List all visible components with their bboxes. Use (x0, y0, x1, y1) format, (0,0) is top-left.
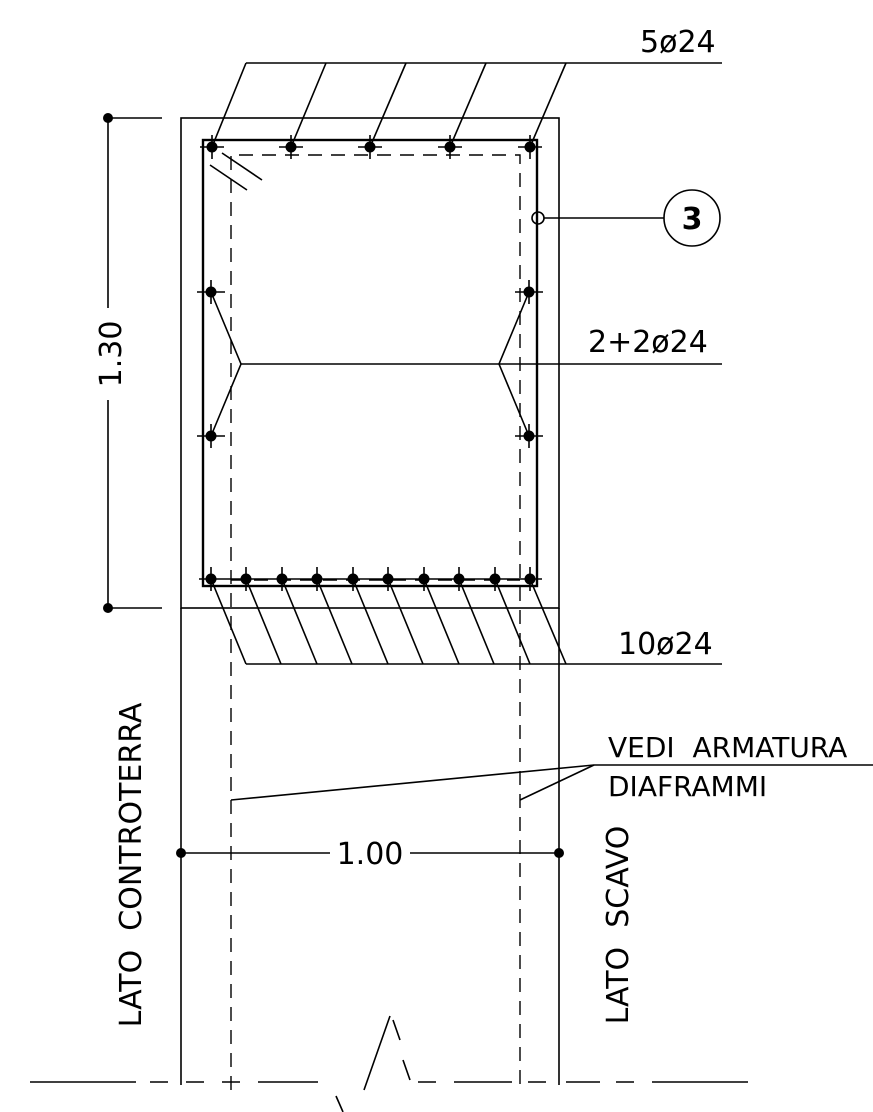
diaphragm-note-line2: DIAFRAMMI (608, 770, 767, 803)
bottom-bars-label: 10ø24 (618, 627, 713, 662)
stirrup-mark-number: 3 (682, 202, 703, 237)
break-symbol (335, 1015, 411, 1112)
width-dimension-label: 1.00 (337, 837, 404, 872)
stirrup-mark-circle (663, 189, 721, 247)
stirrup-hook-1 (209, 164, 248, 191)
side-label-left: LATO CONTROTERRA (114, 702, 149, 1027)
top-bars-label: 5ø24 (640, 25, 716, 60)
height-dimension-label: 1.30 (94, 321, 129, 388)
stirrup-hook-2 (221, 152, 263, 181)
diaphragm-note-leaders (230, 764, 873, 801)
side-label-right: LATO SCAVO (601, 826, 636, 1025)
side-bars-label: 2+2ø24 (588, 325, 708, 360)
diaphragm-rebar-dashed (230, 154, 521, 1090)
beam-outline (180, 117, 560, 609)
width-dimension (176, 848, 564, 858)
stirrup-outline (201, 138, 539, 588)
bottom-bars-leaders (210, 578, 722, 665)
side-bars-leaders (210, 291, 722, 437)
height-dimension (103, 113, 162, 613)
diaphragm-note-line1: VEDI ARMATURA (608, 731, 847, 764)
top-bars-leaders (211, 62, 722, 148)
bottom-bars (199, 567, 542, 591)
